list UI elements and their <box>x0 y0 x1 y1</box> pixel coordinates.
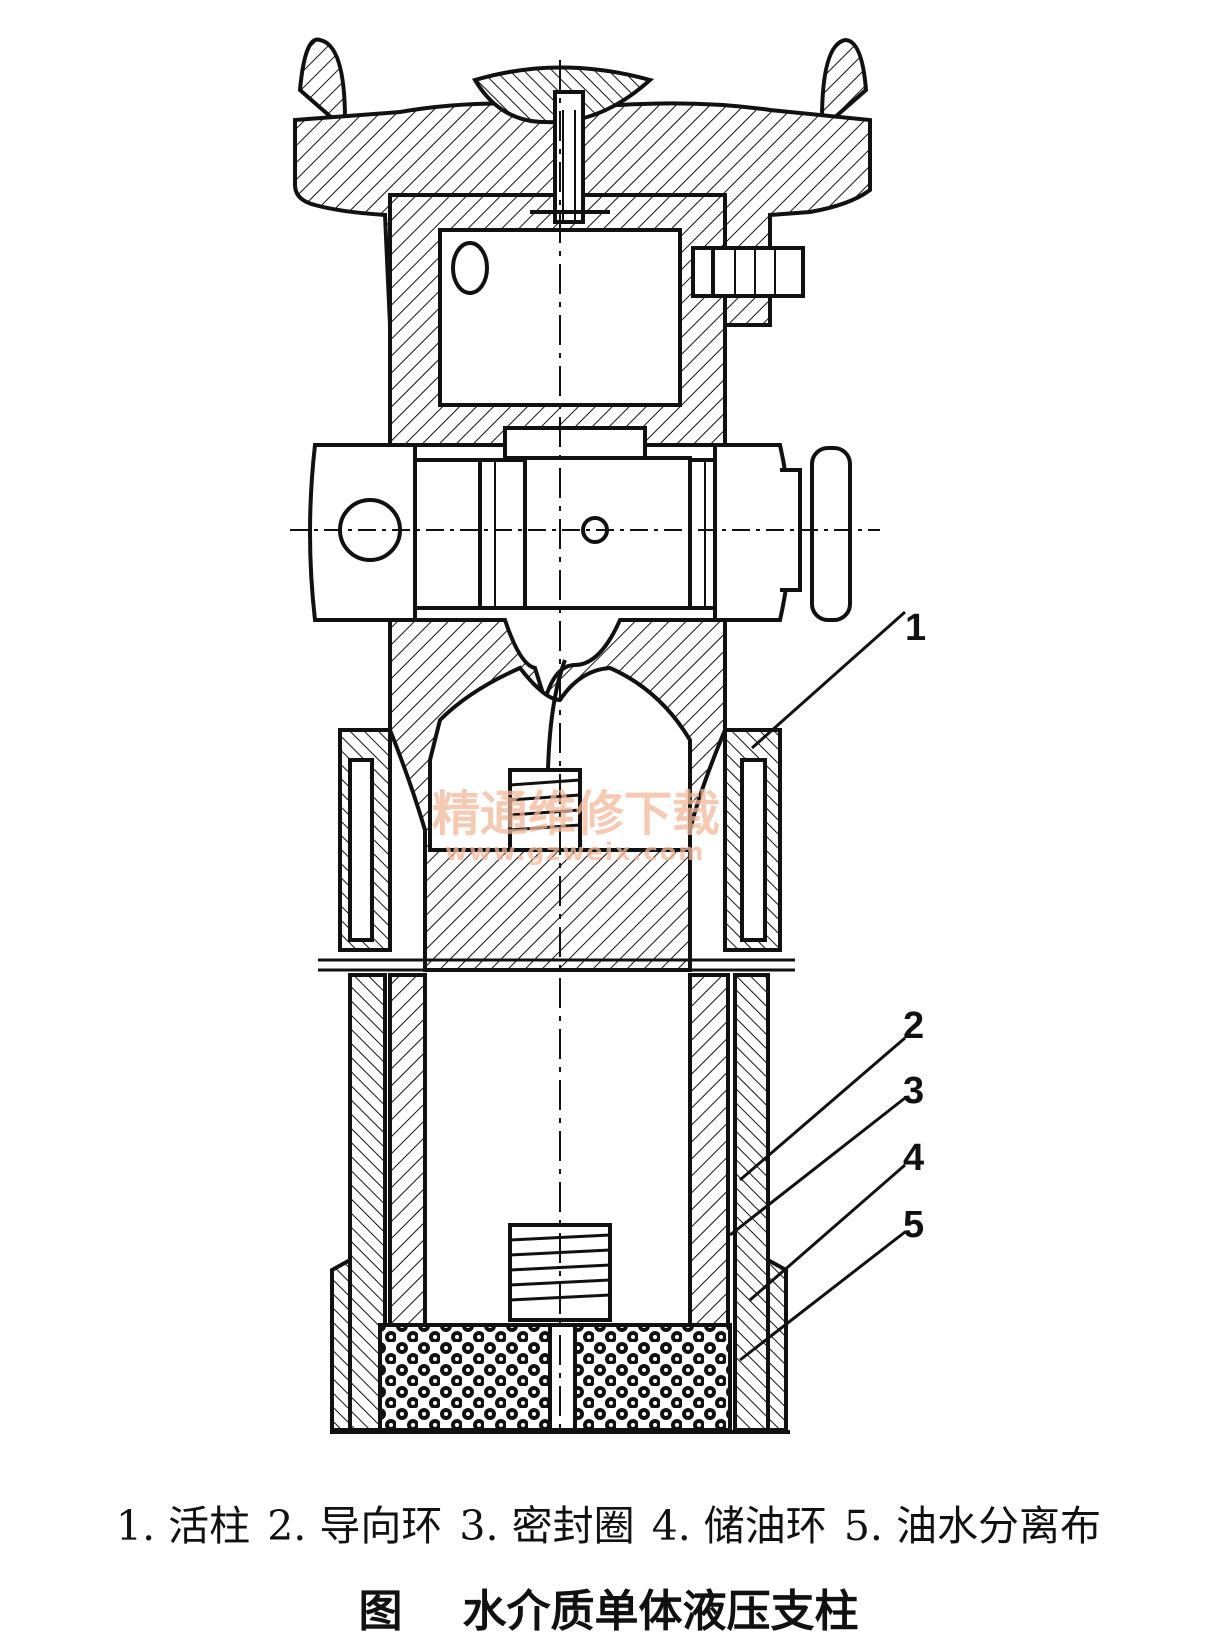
callout-2: 2 <box>903 1005 924 1047</box>
watermark-url: www.gzweix.com <box>445 838 705 866</box>
outer-cylinder <box>318 728 795 1434</box>
legend-item-4: 4. 储油环 <box>651 1502 827 1550</box>
leader-lines <box>729 610 906 1362</box>
legend-item-2: 2. 导向环 <box>267 1502 443 1550</box>
legend-item-3: 3. 密封圈 <box>459 1502 635 1550</box>
valve-block <box>290 426 880 622</box>
legend-item-1: 1. 活柱 <box>116 1502 251 1550</box>
callout-4: 4 <box>903 1137 924 1179</box>
watermark-text: 精通维修下载 <box>432 786 720 842</box>
figure-caption: 图 水介质单体液压支柱 <box>0 1575 1217 1639</box>
callout-3: 3 <box>903 1070 924 1112</box>
upper-spring <box>508 768 582 852</box>
parts-legend: 1. 活柱 2. 导向环 3. 密封圈 4. 储油环 5. 油水分离布 <box>0 1492 1217 1552</box>
callout-5: 5 <box>903 1204 924 1246</box>
figure-title: 水介质单体液压支柱 <box>462 1586 859 1637</box>
callout-1: 1 <box>905 607 926 649</box>
legend-item-5: 5. 油水分离布 <box>843 1502 1101 1550</box>
figure-prefix: 图 <box>358 1586 403 1637</box>
